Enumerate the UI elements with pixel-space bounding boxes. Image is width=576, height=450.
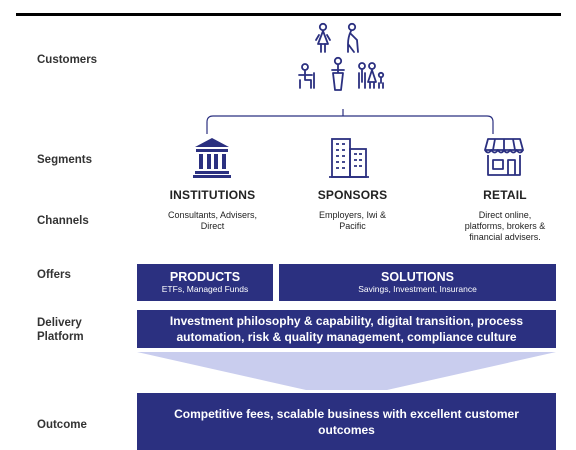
outcome-line2: outcomes [318,422,375,437]
row-label-delivery-line1: Delivery [37,317,82,329]
channel-line: Consultants, Advisers, [167,210,258,220]
row-label-delivery-line2: Platform [37,331,84,343]
delivery-line2: automation, risk & quality management, c… [176,330,517,344]
delivery-platform-box: Investment philosophy & capability, digi… [137,310,556,348]
outcome-box: Competitive fees, scalable business with… [137,393,556,450]
segment-channels-institutions: Consultants, Advisers, Direct [145,210,280,232]
row-label-offers: Offers [37,269,71,281]
segment-channels-sponsors: Employers, Iwi & Pacific [285,210,420,232]
channel-line: Direct online, [478,210,532,220]
office-buildings-icon [329,138,369,178]
segment-channels-retail: Direct online, platforms, brokers & fina… [440,210,570,243]
solutions-subtitle: Savings, Investment, Insurance [358,284,477,294]
row-label-customers: Customers [37,54,98,66]
row-label-delivery-platform: Delivery Platform [37,316,84,344]
row-label-segments: Segments [37,154,92,166]
segment-title-sponsors: SPONSORS [317,188,388,202]
channel-line: Direct [200,221,225,231]
channel-line: platforms, brokers & [464,221,546,231]
row-label-outcome: Outcome [37,419,87,431]
solutions-offer-box: SOLUTIONS Savings, Investment, Insurance [279,264,556,301]
segment-title-retail: RETAIL [483,188,527,202]
products-title: PRODUCTS [169,270,241,284]
channel-line: financial advisers. [469,232,541,242]
channel-line: Pacific [339,221,366,231]
solutions-title: SOLUTIONS [381,270,454,284]
delivery-line1: Investment philosophy & capability, digi… [169,314,524,328]
products-subtitle: ETFs, Managed Funds [161,284,249,294]
channel-line: Employers, Iwi & [318,210,387,220]
storefront-icon [484,138,524,176]
segments-bracket-connector [206,109,494,134]
bank-icon [193,138,231,178]
customers-people-icon [298,22,385,91]
row-label-channels: Channels [37,215,89,227]
top-rule [16,13,561,16]
funnel-arrow [137,352,556,390]
products-offer-box: PRODUCTS ETFs, Managed Funds [137,264,273,301]
outcome-line1: Competitive fees, scalable business with… [174,406,519,421]
segment-title-institutions: INSTITUTIONS [169,188,256,202]
